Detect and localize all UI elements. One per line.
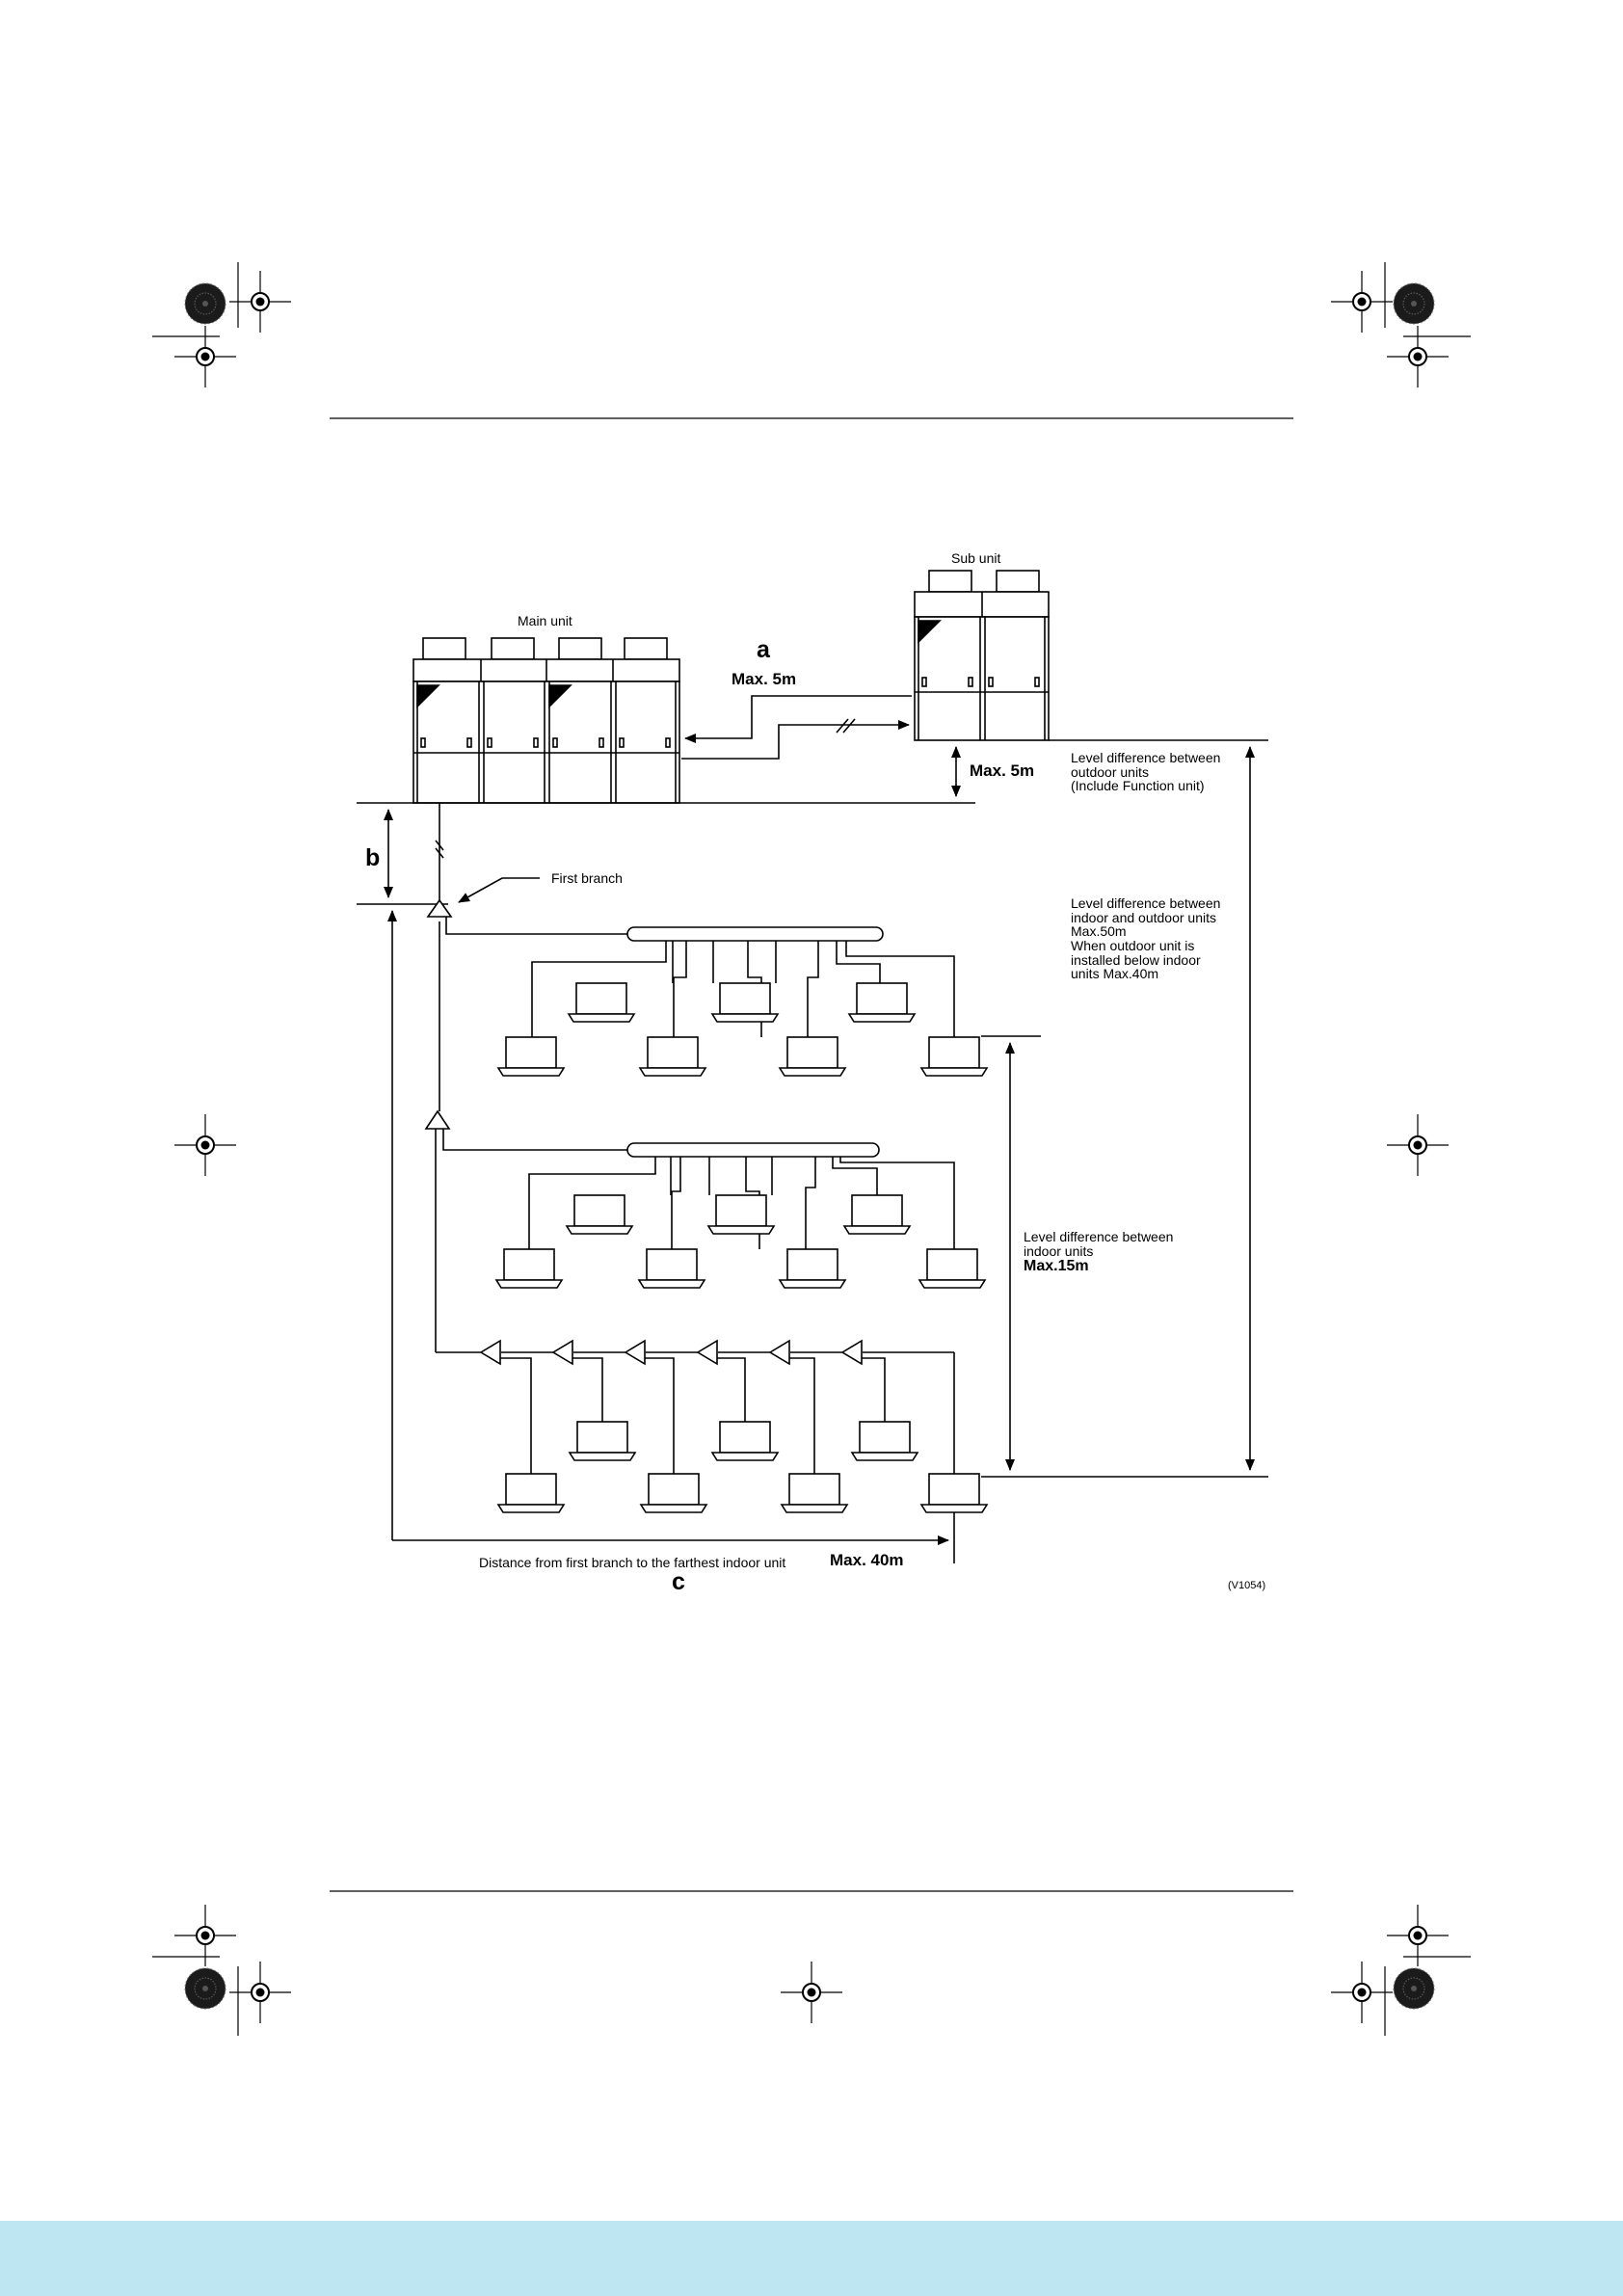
outdoor-level-description: Level difference between outdoor units (… [1071,750,1221,794]
main-outdoor-unit [412,637,680,804]
floor-2-header [626,1142,880,1158]
footer-band [0,2221,1623,2296]
indoor-level-description: Level difference between indoor units [1024,1229,1174,1259]
first-branch-pointer [458,877,540,903]
distance-max: Max. 40m [830,1551,904,1569]
pipe-a-to-sub [681,720,910,760]
floor-3-indoor-units [436,1340,988,1513]
color-wheel-icon [184,1967,226,2010]
first-branch-joint [426,898,453,918]
registration-target-icon [173,1113,237,1177]
registration-target-icon [1330,1961,1394,2024]
registration-target-icon [1330,270,1394,334]
indoor-level-max: Max.15m [1024,1258,1089,1274]
registration-target-icon [1386,1113,1450,1177]
registration-target-icon [780,1961,843,2024]
outdoor-level-max: Max. 5m [970,761,1035,780]
color-wheel-icon [1393,282,1435,325]
color-wheel-icon [1393,1967,1435,2010]
second-branch-joint [424,1109,451,1130]
main-unit-label: Main unit [518,613,572,628]
registration-target-icon [228,1961,292,2024]
sub-outdoor-unit [914,570,1050,741]
indoor-outdoor-level-description: Level difference between indoor and outd… [1071,895,1221,982]
color-wheel-icon [184,282,226,325]
distance-description: Distance from first branch to the farthe… [479,1555,786,1570]
figure-reference: (V1054) [1228,1580,1266,1591]
sub-unit-label: Sub unit [951,550,1001,566]
dimension-a-max: Max. 5m [732,670,797,688]
floor-2-indoor-units [495,1142,986,1289]
dimension-c-label: c [672,1568,685,1595]
dimension-b-label: b [365,844,381,871]
registration-target-icon [173,325,237,388]
floor-1-header [626,926,884,942]
print-registration-marks [152,262,1471,2036]
first-branch-label: First branch [551,870,623,886]
floor-1-indoor-units [497,926,988,1077]
pipe-a-to-main [684,695,912,743]
registration-target-icon [228,270,292,334]
registration-target-icon [1386,325,1450,388]
dimension-a-label: a [757,636,770,663]
